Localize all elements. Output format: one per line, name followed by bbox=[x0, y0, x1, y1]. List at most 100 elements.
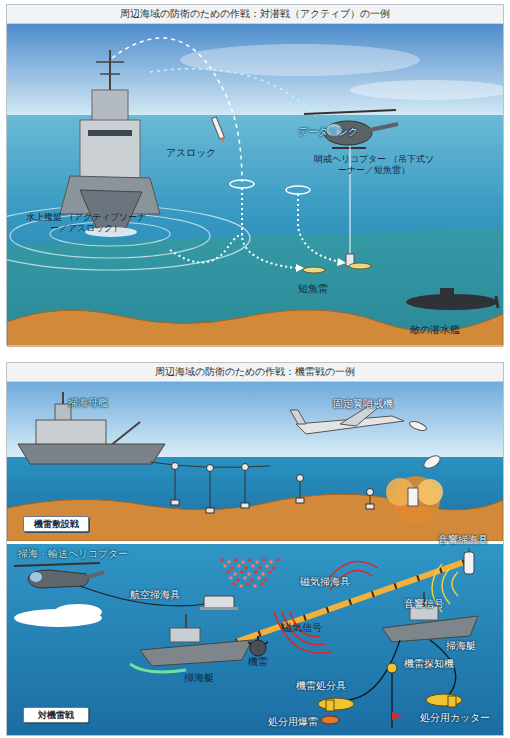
part-label: 掃海艇 bbox=[446, 640, 476, 651]
moored-mine bbox=[242, 464, 249, 471]
part-label: 掃海母艦 bbox=[68, 397, 108, 408]
submarine bbox=[406, 288, 498, 310]
signal-dot bbox=[262, 558, 266, 562]
asroc-path bbox=[112, 38, 242, 182]
helicopter bbox=[304, 110, 396, 114]
destroyer bbox=[60, 50, 160, 237]
signal-dot bbox=[250, 578, 254, 582]
submarine bbox=[496, 296, 498, 308]
part-label: 磁気掃海具 bbox=[300, 576, 350, 587]
mine-tender bbox=[62, 392, 64, 404]
cloud bbox=[180, 44, 420, 76]
section-tag: 機雷敷設戦 bbox=[34, 518, 79, 531]
signal-dot bbox=[230, 566, 234, 570]
signal-dot bbox=[246, 582, 250, 586]
signal-dot bbox=[232, 582, 236, 586]
sea-mine bbox=[265, 642, 268, 644]
seabed bbox=[7, 310, 503, 346]
mine-tender bbox=[110, 422, 140, 446]
arrowhead bbox=[337, 258, 346, 266]
airborne-sweep-sled bbox=[200, 607, 238, 610]
airborne-sweep-sled bbox=[200, 596, 238, 610]
part-label: 音響掃海具 bbox=[438, 534, 488, 545]
divider bbox=[7, 541, 503, 544]
magnetic-signal bbox=[274, 562, 378, 654]
signal-dots bbox=[220, 558, 280, 588]
signal-dot bbox=[251, 564, 255, 568]
part-label: 機雷 bbox=[248, 656, 268, 667]
moored-mine bbox=[366, 504, 374, 509]
sea-mine bbox=[250, 640, 266, 656]
destroyer bbox=[109, 50, 111, 92]
minesweeper bbox=[130, 664, 186, 672]
part-label: 処分用爆雷 bbox=[268, 716, 318, 727]
sea-mine bbox=[248, 642, 251, 644]
mine-disposal-vehicle bbox=[326, 700, 334, 711]
sonar-wave bbox=[0, 206, 250, 270]
part-label: 音響信号 bbox=[404, 598, 444, 609]
arrowhead bbox=[296, 258, 346, 272]
sea bbox=[7, 457, 503, 541]
part-label: アスロック bbox=[166, 147, 216, 158]
destroyer bbox=[80, 120, 140, 178]
mcm-scene bbox=[7, 544, 503, 736]
signal-dot bbox=[243, 576, 247, 580]
destroyer bbox=[88, 130, 132, 136]
moored-mine bbox=[171, 500, 179, 505]
minesweeper bbox=[382, 592, 478, 642]
sea bbox=[7, 115, 503, 346]
helicopter bbox=[332, 147, 366, 149]
scene-panel: 周辺海域の防衛のための作戦：対潜戦（アクティブ）の一例 bbox=[6, 4, 504, 346]
signal-dot bbox=[253, 584, 257, 588]
mine-mooring bbox=[210, 468, 211, 510]
part-label: 敵の潜水艦 bbox=[410, 324, 460, 335]
signal-dot bbox=[240, 570, 244, 574]
acoustic-sweep bbox=[469, 548, 470, 552]
signal-dot bbox=[260, 582, 264, 586]
air-dropped-mine bbox=[422, 453, 443, 471]
mine-tender bbox=[18, 392, 165, 464]
torpedo bbox=[303, 267, 325, 273]
mine-mooring bbox=[175, 466, 176, 502]
destroyer bbox=[92, 90, 128, 122]
mcm-helicopter bbox=[30, 572, 42, 582]
sonar-zone bbox=[7, 228, 503, 346]
mine-mooring bbox=[175, 466, 370, 510]
minesweeper bbox=[170, 628, 200, 642]
signal-dot bbox=[241, 560, 245, 564]
marker-flag bbox=[392, 712, 402, 728]
signal-dot bbox=[261, 572, 265, 576]
minesweeper bbox=[185, 614, 187, 628]
signal-dot bbox=[269, 560, 273, 564]
signal-dot bbox=[268, 570, 272, 574]
section-box: 対機雷戦 bbox=[23, 707, 89, 723]
torpedo bbox=[303, 263, 371, 273]
marker-flag bbox=[392, 712, 402, 720]
torpedo-track bbox=[242, 188, 296, 268]
splash bbox=[230, 180, 310, 194]
signal-dot bbox=[255, 560, 259, 564]
part-label: 掃海艇 bbox=[184, 672, 214, 683]
mine-tender bbox=[18, 444, 165, 464]
asroc-missile bbox=[220, 137, 227, 144]
signal-dot bbox=[248, 558, 252, 562]
sonar-wave bbox=[0, 206, 250, 270]
mine-disposal-vehicle bbox=[426, 694, 462, 706]
mine-laying-scene bbox=[7, 381, 503, 541]
splash bbox=[230, 180, 254, 188]
minesweeper bbox=[382, 616, 478, 642]
signal-dot bbox=[226, 570, 230, 574]
signal-dot bbox=[233, 572, 237, 576]
part-label: 機雷探知機 bbox=[404, 658, 454, 669]
signal-dot bbox=[244, 566, 248, 570]
signal-dot bbox=[223, 564, 227, 568]
patrol-aircraft bbox=[290, 410, 306, 424]
magnetic-signal bbox=[274, 612, 332, 653]
signal-dot bbox=[257, 576, 261, 580]
helicopter bbox=[370, 124, 398, 130]
mine-disposal-vehicle bbox=[318, 694, 462, 711]
acoustic-signal bbox=[452, 572, 458, 596]
torpedo-track bbox=[170, 235, 242, 262]
signal-dot bbox=[272, 566, 276, 570]
